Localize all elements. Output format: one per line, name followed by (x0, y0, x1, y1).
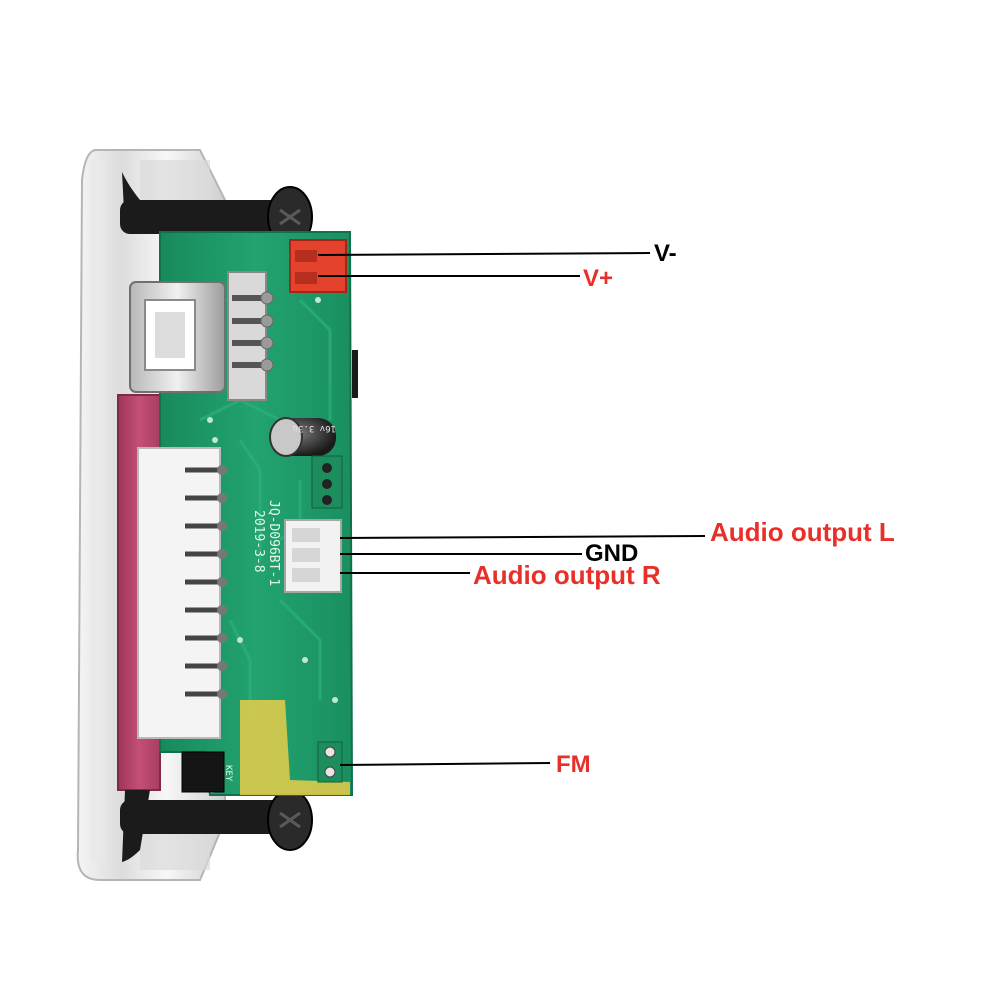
capacitor-marking-text: 16v 3.3u (293, 423, 336, 433)
bottom-screw (120, 789, 313, 862)
ribbon-connector (137, 447, 227, 739)
key-ic-chip (181, 751, 225, 793)
label-v-minus: V- (654, 240, 677, 267)
label-fm: FM (556, 751, 591, 778)
callout-line-audio-l (339, 535, 706, 539)
label-audio-output-l: Audio output L (710, 517, 895, 547)
copper-pad (240, 700, 350, 795)
side-slot (352, 350, 358, 398)
callout-line-v-minus (317, 252, 651, 256)
audio-connector (284, 519, 342, 593)
label-v-plus: V+ (583, 265, 613, 292)
label-gnd: GND (585, 540, 638, 567)
callout-line-fm (339, 762, 551, 766)
label-audio-output-r: Audio output R (473, 560, 661, 590)
pcb-date-text: 2019-3-8 (251, 510, 266, 573)
key-mark-text: KEY (223, 765, 233, 782)
header-3pin (311, 455, 343, 509)
pcb-model-text: JQ-D096BT-1 (266, 500, 281, 586)
fm-pads (317, 741, 343, 783)
power-connector (289, 239, 347, 293)
usb-port (129, 271, 274, 401)
electrolytic-capacitor: 16v 3.3u (269, 417, 336, 457)
callout-lines (317, 252, 706, 766)
